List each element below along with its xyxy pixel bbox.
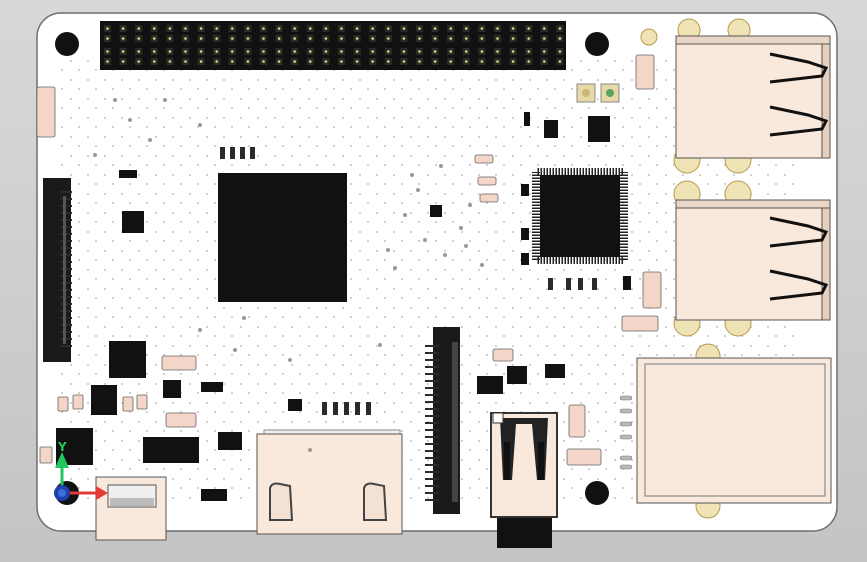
smd-pads xyxy=(93,98,484,452)
micro-usb-port[interactable] xyxy=(95,476,167,541)
camera-fpc-connector[interactable] xyxy=(425,327,460,514)
audio-jack[interactable] xyxy=(490,412,558,548)
status-leds xyxy=(576,83,620,103)
gpio-header[interactable] xyxy=(100,21,566,70)
axis-triad xyxy=(54,452,108,501)
hdmi-port[interactable] xyxy=(256,429,403,535)
usb-hub-chip xyxy=(532,168,628,264)
ethernet-port[interactable] xyxy=(619,343,832,519)
display-fpc-connector[interactable] xyxy=(43,178,72,362)
usb-port-bottom[interactable] xyxy=(673,180,831,337)
y-axis-label: Y xyxy=(58,440,67,454)
small-components xyxy=(56,112,631,501)
usb-port-top[interactable] xyxy=(673,35,831,174)
soc-chip xyxy=(218,173,347,302)
capacitors-resistors xyxy=(36,54,662,466)
transistors xyxy=(220,147,597,415)
